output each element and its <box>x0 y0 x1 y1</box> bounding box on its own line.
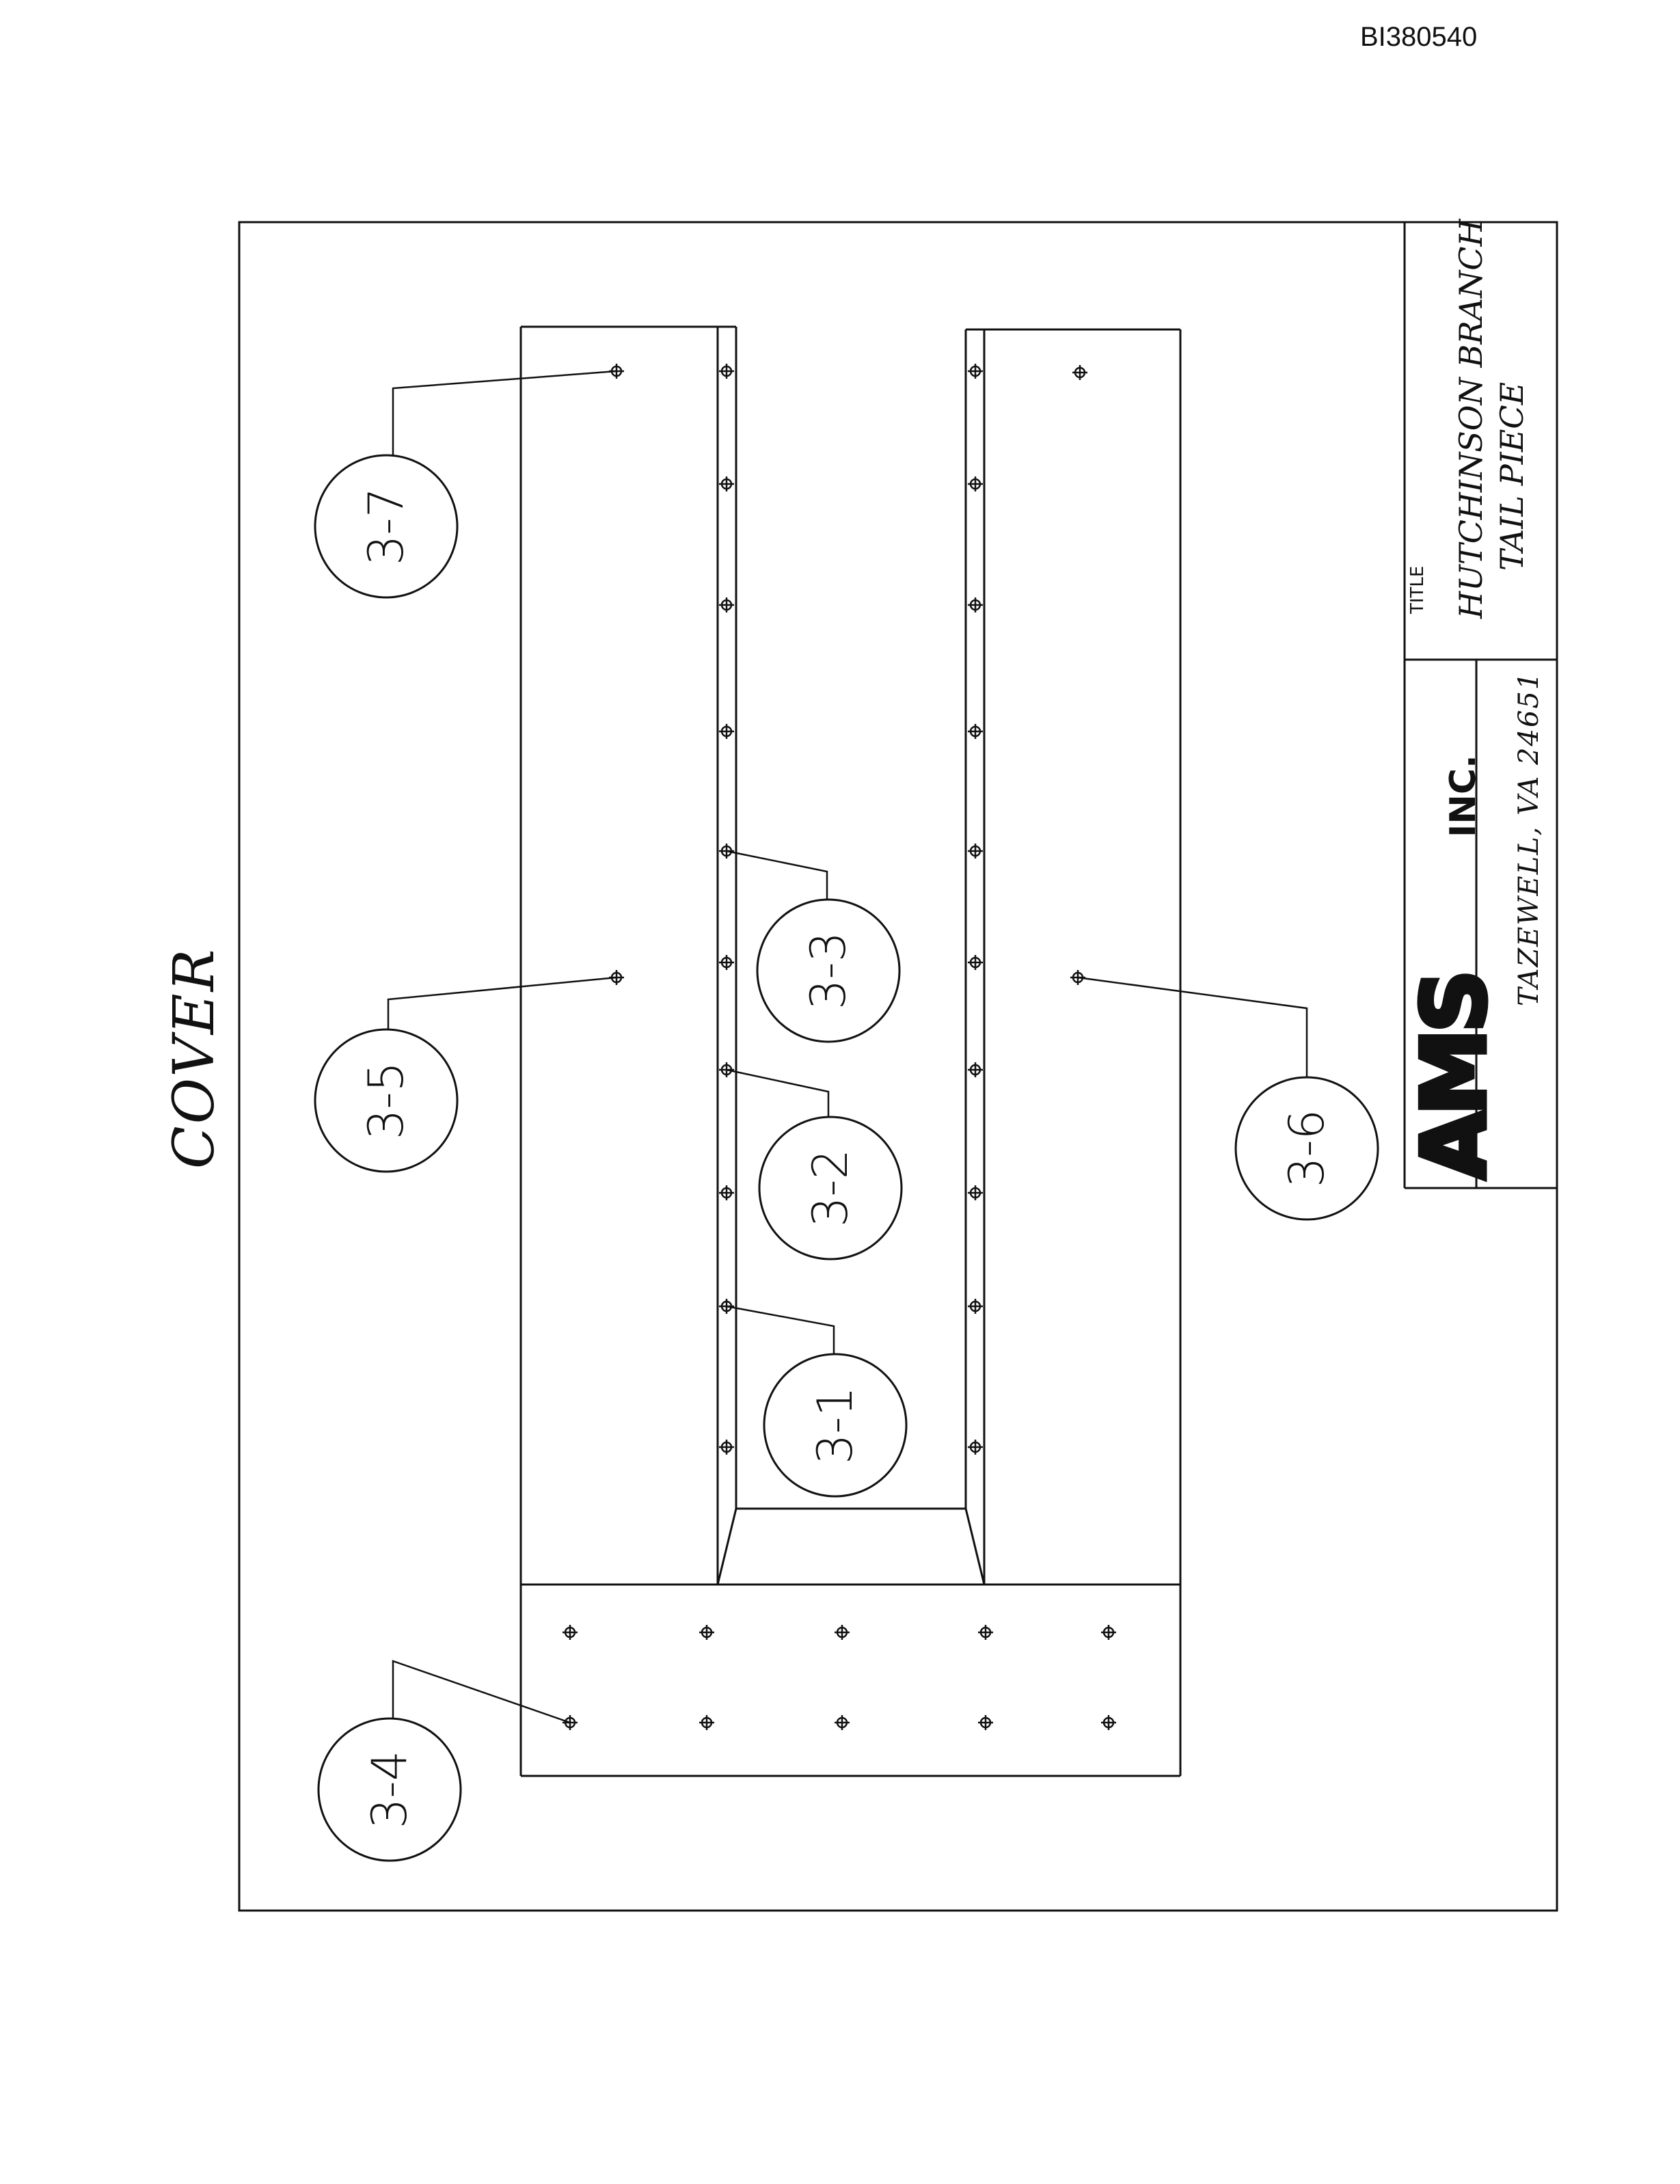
bolt-hole-icon <box>719 1440 734 1455</box>
callout-label: 3-2 <box>802 1149 858 1227</box>
bolt-hole-icon <box>978 1625 993 1640</box>
bolt-hole-icon <box>719 1299 734 1314</box>
leader-lines <box>387 370 1308 1724</box>
callout-3-7: 3-7 <box>314 454 459 599</box>
callout-label: 3-6 <box>1279 1109 1335 1187</box>
bolt-hole-icon <box>719 476 734 491</box>
bolt-hole-markers <box>563 364 1116 1730</box>
callout-3-6: 3-6 <box>1234 1076 1379 1221</box>
bolt-hole-icon <box>563 1715 578 1730</box>
bolt-hole-icon <box>719 1185 734 1200</box>
bolt-hole-icon <box>609 970 624 985</box>
bolt-hole-icon <box>968 724 983 739</box>
drawing-border <box>238 221 1558 1912</box>
bolt-hole-icon <box>968 1062 983 1077</box>
cover-plate-outline <box>519 325 1182 1777</box>
document-id: BI380540 <box>1360 22 1478 52</box>
callout-3-2: 3-2 <box>758 1116 903 1260</box>
callout-label: 3-7 <box>358 487 414 565</box>
bolt-hole-icon <box>968 1299 983 1314</box>
bolt-hole-icon <box>719 724 734 739</box>
bolt-hole-icon <box>968 844 983 859</box>
callout-3-5: 3-5 <box>314 1028 459 1173</box>
callout-balloons: 3-1 3-2 3-3 3-4 3-5 3-6 3-7 <box>314 454 1379 1862</box>
view-title: COVER <box>162 947 227 1169</box>
bolt-hole-icon <box>1101 1625 1116 1640</box>
bolt-hole-icon <box>968 1185 983 1200</box>
title-line-2: TAIL PIECE <box>1493 382 1530 571</box>
title-label: TITLE <box>1407 566 1428 615</box>
bolt-hole-icon <box>719 364 734 379</box>
callout-3-1: 3-1 <box>763 1353 908 1498</box>
title-line-1: HUTCHINSON BRANCH <box>1452 219 1489 619</box>
bolt-hole-icon <box>609 364 624 379</box>
bolt-hole-icon <box>1070 970 1085 985</box>
bolt-hole-icon <box>1101 1715 1116 1730</box>
bolt-hole-icon <box>835 1715 850 1730</box>
bolt-hole-icon <box>719 1062 734 1077</box>
bolt-hole-icon <box>699 1625 714 1640</box>
company-logo-text: AMS <box>1404 973 1506 1179</box>
callout-label: 3-4 <box>362 1751 418 1829</box>
callout-3-4: 3-4 <box>317 1717 462 1862</box>
right-flange-strip <box>964 329 986 1585</box>
bolt-hole-icon <box>978 1715 993 1730</box>
company-suffix: INC. <box>1443 755 1484 837</box>
bolt-hole-icon <box>968 1440 983 1455</box>
company-logo: AMS INC. <box>1402 755 1508 1181</box>
bolt-hole-icon <box>835 1625 850 1640</box>
bolt-hole-icon <box>563 1625 578 1640</box>
callout-label: 3-1 <box>807 1386 863 1464</box>
bolt-hole-icon <box>968 364 983 379</box>
bolt-hole-icon <box>719 844 734 859</box>
bolt-hole-icon <box>968 476 983 491</box>
bolt-hole-icon <box>719 955 734 970</box>
bolt-hole-icon <box>719 597 734 612</box>
callout-3-3: 3-3 <box>756 898 901 1043</box>
company-address: TAZEWELL, VA 24651 <box>1513 671 1545 1006</box>
bolt-hole-icon <box>699 1715 714 1730</box>
callout-label: 3-3 <box>800 932 856 1010</box>
callout-label: 3-5 <box>358 1062 414 1140</box>
bolt-hole-icon <box>1072 365 1087 380</box>
left-flange-strip <box>716 327 737 1585</box>
bolt-hole-icon <box>968 955 983 970</box>
bolt-hole-icon <box>968 597 983 612</box>
title-block <box>1403 222 1557 1189</box>
